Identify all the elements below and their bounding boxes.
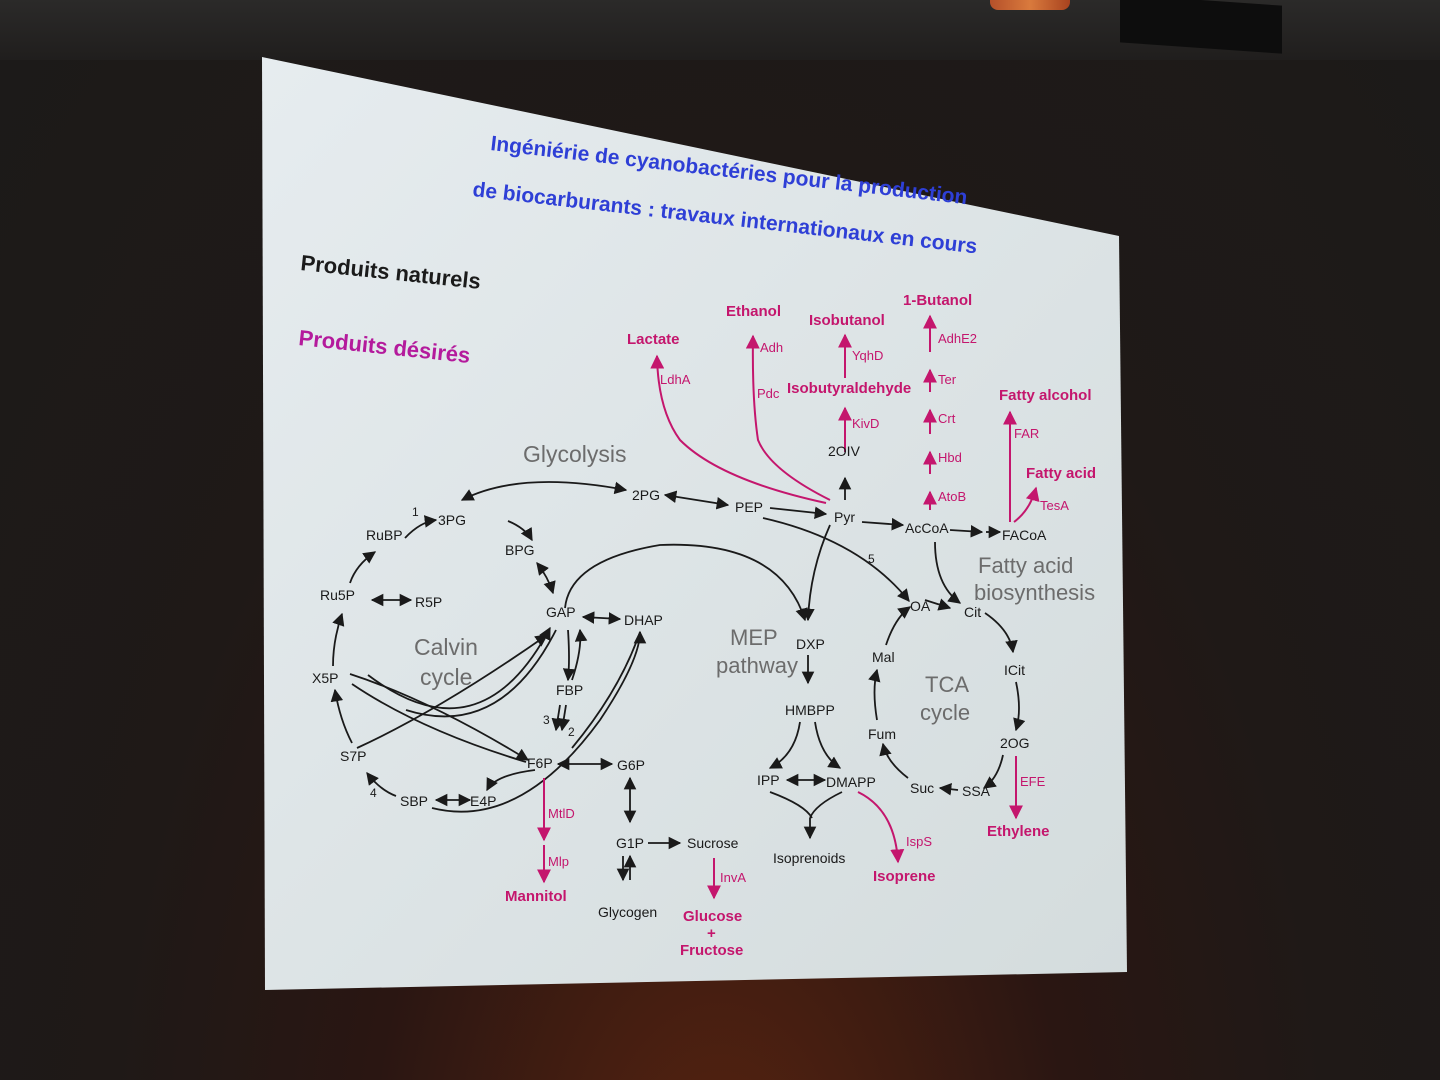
enzyme-yqhd: YqhD bbox=[852, 348, 883, 363]
enzyme-tesa: TesA bbox=[1040, 498, 1069, 513]
product-1-butanol: 1-Butanol bbox=[903, 292, 972, 309]
metabolite-hmbpp: HMBPP bbox=[785, 702, 835, 718]
metabolite-sbp: SBP bbox=[400, 793, 428, 809]
enzyme-adhe2: AdhE2 bbox=[938, 331, 977, 346]
ceiling-light bbox=[990, 0, 1070, 10]
metabolite-f6p: F6P bbox=[527, 755, 553, 771]
product-ethanol: Ethanol bbox=[726, 303, 781, 320]
metabolite-pep: PEP bbox=[735, 499, 763, 515]
metabolite-e4p: E4P bbox=[470, 793, 496, 809]
metabolite-glycogen: Glycogen bbox=[598, 904, 657, 920]
mep-label-1: MEP bbox=[730, 625, 778, 650]
metabolite-dhap: DHAP bbox=[624, 612, 663, 628]
product-isobutanol: Isobutanol bbox=[809, 312, 885, 329]
mep-label-2: pathway bbox=[716, 653, 798, 678]
metabolite-mal: Mal bbox=[872, 649, 895, 665]
metabolite-dxp: DXP bbox=[796, 636, 825, 652]
enzyme-efe: EFE bbox=[1020, 774, 1046, 789]
metabolite-icit: ICit bbox=[1004, 662, 1025, 678]
enzyme-adh: Adh bbox=[760, 340, 783, 355]
metabolite-cit: Cit bbox=[964, 604, 981, 620]
tca-label-1: TCA bbox=[925, 672, 969, 697]
calvin-label-1: Calvin bbox=[414, 634, 478, 660]
metabolite-suc: Suc bbox=[910, 780, 934, 796]
metabolite-2oiv: 2OIV bbox=[828, 443, 861, 459]
metabolite-rubp: RuBP bbox=[366, 527, 403, 543]
enzyme-inva: InvA bbox=[720, 870, 746, 885]
metabolite-oa: OA bbox=[910, 598, 931, 614]
enzyme-ter: Ter bbox=[938, 372, 957, 387]
engineered-arrows bbox=[537, 314, 1040, 900]
enzyme-hbd: Hbd bbox=[938, 450, 962, 465]
metabolite-s7p: S7P bbox=[340, 748, 366, 764]
reaction-number-5: 5 bbox=[868, 552, 875, 566]
metabolite-ssa: SSA bbox=[962, 783, 991, 799]
product-fructose: Fructose bbox=[680, 942, 743, 959]
enzyme-far: FAR bbox=[1014, 426, 1039, 441]
product-ethylene: Ethylene bbox=[987, 823, 1050, 840]
metabolite-fbp: FBP bbox=[556, 682, 583, 698]
product-fatty-alcohol: Fatty alcohol bbox=[999, 387, 1092, 404]
metabolite-ipp: IPP bbox=[757, 772, 780, 788]
metabolite-2og: 2OG bbox=[1000, 735, 1030, 751]
metabolite-dmapp: DMAPP bbox=[826, 774, 876, 790]
metabolite-bpg: BPG bbox=[505, 542, 535, 558]
metabolite-fum: Fum bbox=[868, 726, 896, 742]
glycolysis-label: Glycolysis bbox=[523, 441, 627, 467]
enzyme-ldha: LdhA bbox=[660, 372, 691, 387]
enzyme-mtld: MtlD bbox=[548, 806, 575, 821]
reaction-number-1: 1 bbox=[412, 505, 419, 519]
enzyme-crt: Crt bbox=[938, 411, 956, 426]
enzyme-atob: AtoB bbox=[938, 489, 966, 504]
pathway-arrows bbox=[330, 476, 1026, 882]
metabolite-ru5p: Ru5P bbox=[320, 587, 355, 603]
metabolite-facoa: FACoA bbox=[1002, 527, 1047, 543]
enzyme-isps: IspS bbox=[906, 834, 932, 849]
reaction-number-3: 3 bbox=[543, 713, 550, 727]
fatty-acid-label-2: biosynthesis bbox=[974, 580, 1095, 605]
product-isobutyraldehyde: Isobutyraldehyde bbox=[787, 380, 911, 397]
product-fatty-acid: Fatty acid bbox=[1026, 465, 1096, 482]
tca-label-2: cycle bbox=[920, 700, 970, 725]
metabolite-g1p: G1P bbox=[616, 835, 644, 851]
product-isoprene: Isoprene bbox=[873, 868, 936, 885]
enzyme-mlp: Mlp bbox=[548, 854, 569, 869]
fatty-acid-label-1: Fatty acid bbox=[978, 553, 1073, 578]
product-glucose: Glucose bbox=[683, 908, 742, 925]
metabolite-pyr: Pyr bbox=[834, 509, 855, 525]
metabolite-2pg: 2PG bbox=[632, 487, 660, 503]
reaction-number-2: 2 bbox=[568, 725, 575, 739]
metabolite-r5p: R5P bbox=[415, 594, 442, 610]
product-plus: + bbox=[707, 925, 716, 942]
metabolite-3pg: 3PG bbox=[438, 512, 466, 528]
reaction-number-4: 4 bbox=[370, 786, 377, 800]
metabolite-g6p: G6P bbox=[617, 757, 645, 773]
metabolite-isoprenoids: Isoprenoids bbox=[773, 850, 845, 866]
product-lactate: Lactate bbox=[627, 331, 680, 348]
slide-background bbox=[262, 57, 1127, 990]
metabolite-sucrose: Sucrose bbox=[687, 835, 739, 851]
product-mannitol: Mannitol bbox=[505, 888, 567, 905]
calvin-label-2: cycle bbox=[420, 664, 472, 690]
enzyme-pdc: Pdc bbox=[757, 386, 780, 401]
metabolite-gap: GAP bbox=[546, 604, 576, 620]
metabolite-x5p: X5P bbox=[312, 670, 338, 686]
metabolite-accoa: AcCoA bbox=[905, 520, 949, 536]
enzyme-kivd: KivD bbox=[852, 416, 879, 431]
